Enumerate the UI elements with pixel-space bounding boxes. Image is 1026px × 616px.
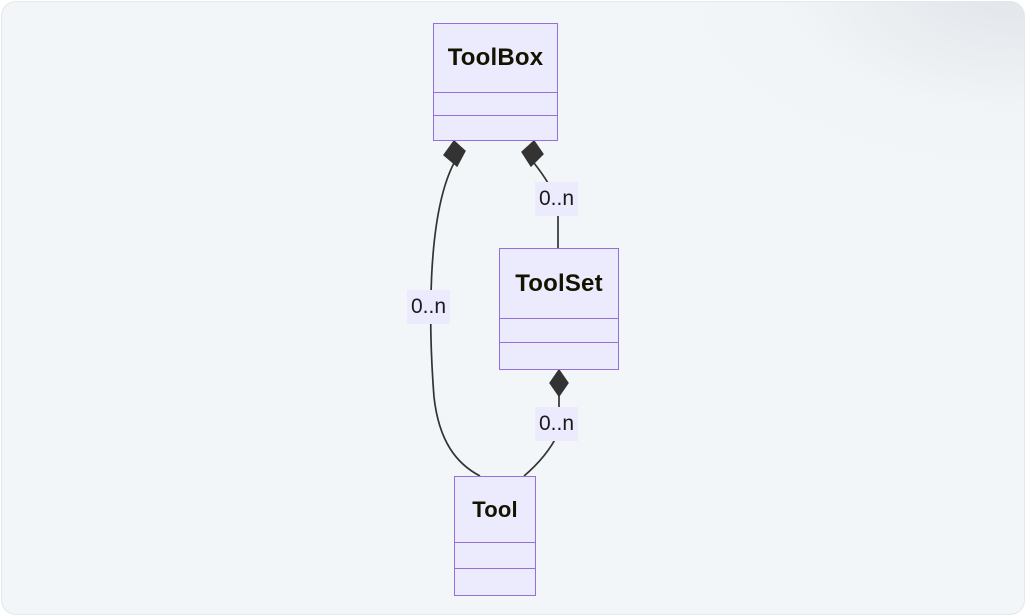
composition-diamond-toolbox-tool	[443, 139, 466, 168]
composition-diamond-toolset-tool	[549, 368, 569, 398]
class-attributes-toolset	[500, 319, 618, 343]
class-node-toolbox[interactable]: ToolBox	[433, 23, 558, 141]
class-methods-toolset	[500, 343, 618, 369]
composition-diamond-toolbox-toolset	[521, 139, 544, 168]
class-methods-toolbox	[434, 116, 557, 140]
multiplicity-label-toolset-tool: 0..n	[535, 407, 579, 441]
class-methods-tool	[455, 569, 535, 595]
edge-toolbox-tool	[429, 162, 481, 477]
class-attributes-toolbox	[434, 93, 557, 116]
multiplicity-label-toolbox-toolset: 0..n	[535, 182, 579, 216]
class-node-toolset[interactable]: ToolSet	[499, 248, 619, 370]
multiplicity-label-toolbox-tool: 0..n	[407, 290, 451, 324]
class-node-tool[interactable]: Tool	[454, 476, 536, 596]
class-name-toolbox: ToolBox	[434, 24, 557, 93]
class-name-tool: Tool	[455, 477, 535, 543]
class-attributes-tool	[455, 543, 535, 569]
class-name-toolset: ToolSet	[500, 249, 618, 319]
